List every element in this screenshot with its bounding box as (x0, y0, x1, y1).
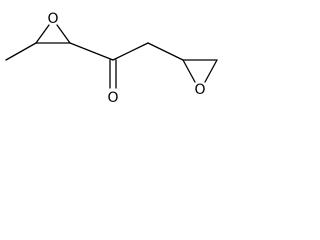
bond-to-carbonyl (69, 42, 114, 61)
skeletal-formula: O O O (5, 11, 218, 106)
oxygen-right-epoxide: O (194, 82, 205, 98)
bond-to-right-epoxide (147, 42, 184, 61)
structure-diagram: O O O (0, 0, 225, 111)
bond-left-epoxide-co2 (56, 24, 71, 44)
bond-right-epoxide-co1 (182, 59, 196, 83)
oxygen-left-epoxide: O (47, 11, 58, 27)
oxygen-carbonyl: O (107, 90, 118, 106)
bond-left-epoxide-co1 (35, 24, 50, 44)
bond-right-epoxide-co2 (204, 59, 218, 83)
bond-methyl (5, 42, 37, 61)
bond-to-ch2 (112, 42, 149, 61)
